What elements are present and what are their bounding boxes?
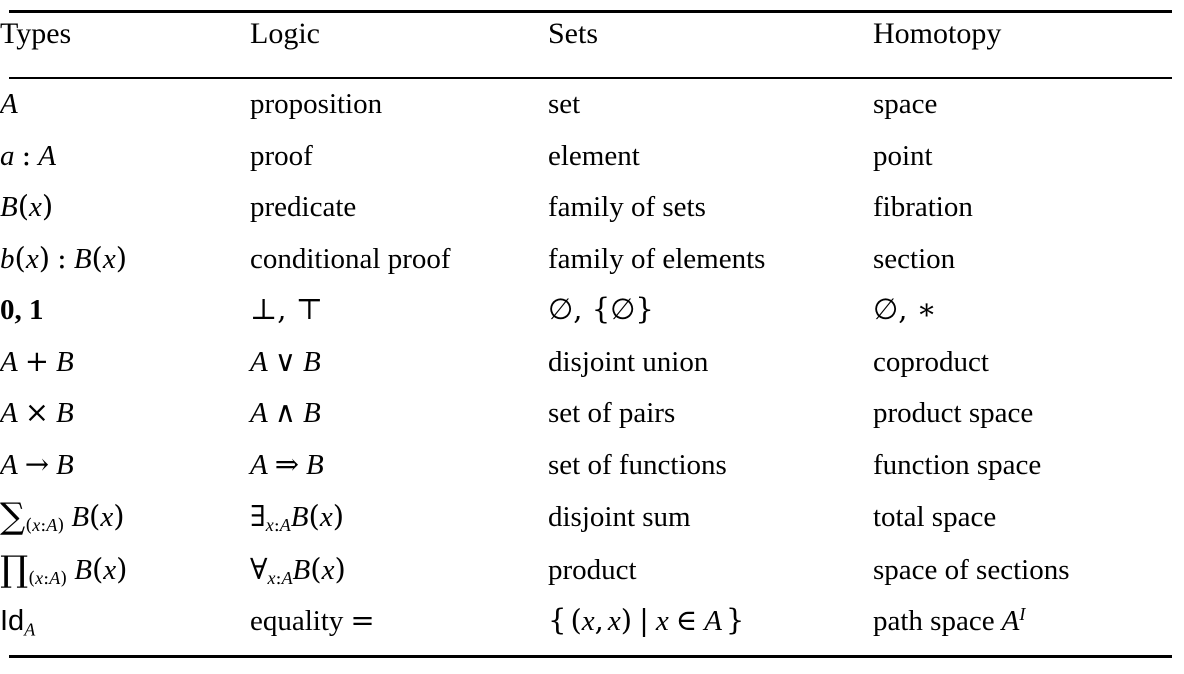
- column-header-logic: Logic: [250, 17, 320, 50]
- cell-types: A: [0, 88, 18, 120]
- table-row: B(x) predicate family of sets fibration: [0, 181, 1184, 233]
- cell-sets: disjoint sum: [548, 501, 691, 533]
- cell-logic: ∀x:AB(x): [250, 551, 346, 589]
- cell-sets: family of elements: [548, 242, 766, 275]
- cell-sets: product: [548, 553, 637, 586]
- column-header-types: Types: [0, 17, 72, 50]
- table-row: 0, 1 ⊥, ⊤ ∅, {∅} ∅, ∗: [0, 284, 1184, 336]
- cell-logic: equality=: [250, 603, 375, 637]
- cell-logic: proof: [250, 139, 313, 172]
- cell-homotopy: ∅, ∗: [873, 292, 937, 326]
- table-header-rule: [9, 77, 1172, 79]
- cell-sets: set: [548, 88, 581, 120]
- cell-sets: element: [548, 139, 640, 172]
- cell-types: 0, 1: [0, 294, 44, 326]
- table-top-rule: [9, 10, 1172, 13]
- cell-homotopy: total space: [873, 501, 997, 533]
- cell-types: b(x):B(x): [0, 240, 128, 275]
- cell-logic: predicate: [250, 191, 357, 223]
- table-body: A proposition set space a:A proof elemen…: [0, 67, 1184, 647]
- cell-logic: conditional proof: [250, 242, 451, 275]
- table-row: A→B A⇒B set of functions function space: [0, 439, 1184, 491]
- cell-homotopy: coproduct: [873, 345, 989, 378]
- cell-logic: ⊥, ⊤: [250, 292, 323, 326]
- table-row: A proposition set space: [0, 67, 1184, 130]
- table-row: ∑(x:A)B(x) ∃x:AB(x) disjoint sum total s…: [0, 490, 1184, 543]
- cell-types: B(x): [0, 189, 54, 223]
- cell-types: ∏(x:A)B(x): [0, 548, 128, 590]
- cell-logic: A∨B: [250, 343, 321, 378]
- table-row: ∏(x:A)B(x) ∀x:AB(x) product space of sec…: [0, 543, 1184, 596]
- cell-types: A→B: [0, 446, 74, 481]
- cell-logic: ∃x:AB(x): [250, 499, 345, 537]
- cell-sets: family of sets: [548, 191, 706, 223]
- cell-homotopy: product space: [873, 397, 1034, 429]
- cell-sets: disjoint union: [548, 345, 709, 378]
- cell-types: A+B: [0, 343, 74, 378]
- cell-sets: {(x,x)|x∈A}: [548, 603, 745, 637]
- cell-types: ∑(x:A)B(x): [0, 496, 125, 537]
- cell-sets: set of functions: [548, 448, 727, 481]
- cell-sets: set of pairs: [548, 397, 676, 429]
- table-bottom-rule: [9, 655, 1172, 658]
- cell-sets: ∅, {∅}: [548, 292, 654, 326]
- cell-logic: A⇒B: [250, 446, 324, 481]
- header-row: Types Logic Sets Homotopy: [0, 0, 1184, 67]
- cell-types: A×B: [0, 395, 74, 429]
- cell-homotopy: fibration: [873, 191, 973, 223]
- table-row: A+B A∨B disjoint union coproduct: [0, 336, 1184, 388]
- table-row: A×B A∧B set of pairs product space: [0, 387, 1184, 439]
- table-row: b(x):B(x) conditional proof family of el…: [0, 233, 1184, 285]
- column-header-homotopy: Homotopy: [873, 17, 1002, 50]
- cell-homotopy: space: [873, 88, 938, 120]
- column-header-sets: Sets: [548, 17, 599, 50]
- cell-homotopy: point: [873, 139, 933, 172]
- cell-types: a:A: [0, 137, 56, 172]
- cell-types: IdA: [0, 605, 36, 640]
- cell-logic: proposition: [250, 88, 383, 120]
- cell-homotopy: space of sections: [873, 553, 1070, 586]
- type-theory-correspondence-table: Types Logic Sets Homotopy A proposition …: [0, 0, 1184, 647]
- table-header: Types Logic Sets Homotopy: [0, 0, 1184, 67]
- cell-homotopy: section: [873, 242, 956, 275]
- cell-homotopy: function space: [873, 448, 1042, 481]
- table-row: a:A proof element point: [0, 130, 1184, 182]
- cell-logic: A∧B: [250, 395, 321, 429]
